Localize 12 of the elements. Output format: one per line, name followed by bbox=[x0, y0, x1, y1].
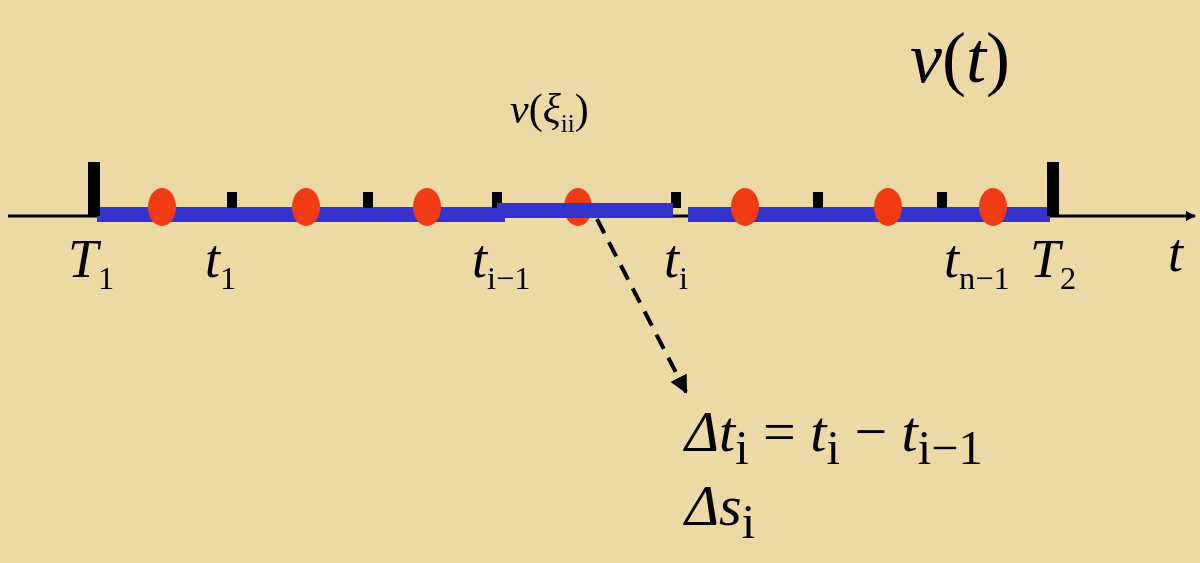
interval-bar bbox=[497, 203, 673, 218]
axis-label: t bbox=[1168, 226, 1183, 280]
tick-label: t$_{n−1}$ bbox=[944, 232, 1010, 295]
dashed-arrow bbox=[595, 218, 688, 394]
function-label: v(ξ$_{ii}$) bbox=[510, 88, 589, 137]
tick-label: t$_{i}$ bbox=[664, 232, 688, 295]
tick-label: t$_{1}$ bbox=[205, 232, 237, 295]
tick-label: t$_{i−1}$ bbox=[472, 232, 531, 295]
tick-label: T$_{2}$ bbox=[1030, 232, 1077, 295]
tick-label: T$_{1}$ bbox=[68, 232, 115, 295]
equation-text: Δs$_{i}$ bbox=[685, 473, 757, 548]
equation-text: Δt$_{i}$ = t$_{i}$ − t$_{i−1}$ bbox=[685, 400, 983, 474]
